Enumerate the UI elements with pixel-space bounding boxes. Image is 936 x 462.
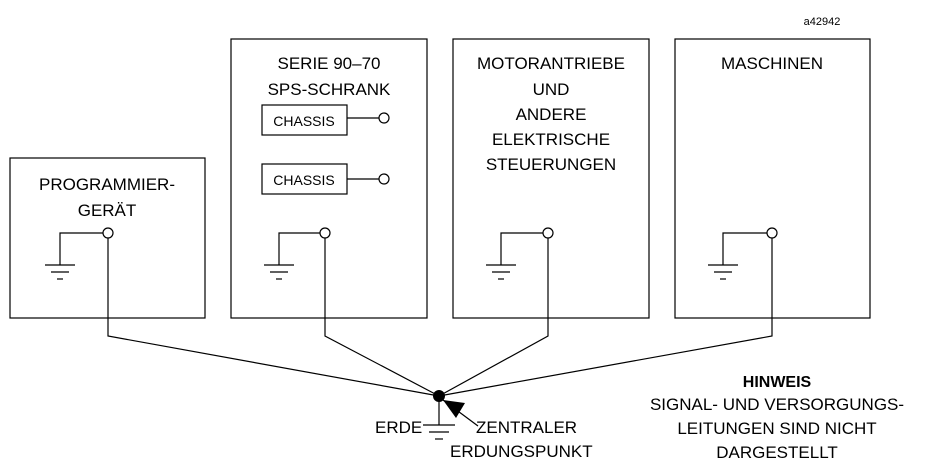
note-line-2: LEITUNGEN SIND NICHT bbox=[677, 419, 876, 438]
terminal-icon bbox=[102, 227, 114, 239]
note-line-1: SIGNAL- UND VERSORGUNGS- bbox=[650, 395, 904, 414]
motor-drives-label-line-3: ANDERE bbox=[516, 105, 587, 124]
note-title: HINWEIS bbox=[743, 374, 812, 391]
programmer-label-line-1: PROGRAMMIER- bbox=[39, 175, 175, 194]
chassis-2-label: CHASSIS bbox=[273, 172, 334, 188]
chassis-1-label: CHASSIS bbox=[273, 113, 334, 129]
central-ground-label-line-1: ZENTRALER bbox=[476, 418, 577, 437]
ground-symbol-icon bbox=[45, 232, 103, 280]
motor-drives-label-line-2: UND bbox=[533, 80, 570, 99]
earth-ground-icon bbox=[423, 424, 455, 440]
plc-cabinet-box: SERIE 90–70 SPS-SCHRANK CHASSIS CHASSIS bbox=[230, 38, 428, 319]
wire-machines bbox=[438, 238, 773, 397]
terminal-icon bbox=[378, 173, 390, 185]
pointer-arrow-icon bbox=[442, 399, 479, 427]
terminal-icon bbox=[319, 227, 331, 239]
note-block: HINWEIS SIGNAL- UND VERSORGUNGS- LEITUNG… bbox=[650, 374, 904, 462]
ground-symbol-icon bbox=[486, 232, 543, 280]
wire-motor-drives bbox=[438, 238, 549, 397]
wire-programmer bbox=[107, 238, 440, 397]
terminal-icon bbox=[766, 227, 778, 239]
machines-label: MASCHINEN bbox=[721, 54, 823, 73]
programmer-label-line-2: GERÄT bbox=[78, 201, 137, 220]
ground-node-dot-icon bbox=[433, 390, 445, 402]
motor-drives-label-line-1: MOTORANTRIEBE bbox=[477, 54, 625, 73]
ground-symbol-icon bbox=[708, 232, 767, 280]
ground-wires bbox=[107, 238, 773, 397]
motor-drives-label-line-4: ELEKTRISCHE bbox=[492, 130, 610, 149]
terminal-icon bbox=[542, 227, 554, 239]
note-line-3: DARGESTELLT bbox=[716, 443, 838, 462]
central-ground-label-line-2: ERDUNGSPUNKT bbox=[450, 442, 593, 461]
wire-plc-cabinet bbox=[324, 238, 440, 397]
plc-cabinet-label-line-1: SERIE 90–70 bbox=[277, 54, 380, 73]
figure-id: a42942 bbox=[804, 16, 841, 28]
chassis-2: CHASSIS bbox=[261, 163, 390, 195]
chassis-1: CHASSIS bbox=[261, 104, 390, 136]
central-ground-point bbox=[423, 390, 479, 440]
ground-symbol-icon bbox=[264, 232, 320, 280]
motor-drives-box: MOTORANTRIEBE UND ANDERE ELEKTRISCHE STE… bbox=[452, 38, 650, 319]
earth-label: ERDE bbox=[375, 418, 422, 437]
motor-drives-label-line-5: STEUERUNGEN bbox=[486, 155, 616, 174]
machines-box: MASCHINEN bbox=[674, 38, 871, 319]
plc-cabinet-label-line-2: SPS-SCHRANK bbox=[268, 80, 391, 99]
terminal-icon bbox=[378, 112, 390, 124]
